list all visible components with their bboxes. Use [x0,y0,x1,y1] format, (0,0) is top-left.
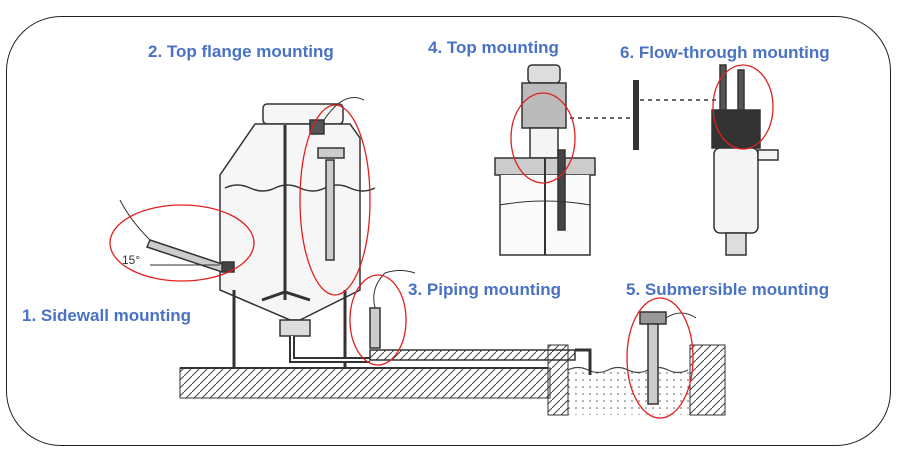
label-piping: 3. Piping mounting [408,280,561,299]
highlight-top [510,92,576,184]
highlight-piping [349,274,407,366]
top-flange-probe [309,97,365,261]
highlight-sidewall [109,204,255,282]
label-sidewall: 1. Sidewall mounting [22,306,192,325]
top-mounting-vessel [494,64,596,256]
label-flow-through: 6. Flow-through mounting [620,43,830,62]
highlight-submersible [626,297,694,419]
highlight-top-flange [299,104,371,296]
dashed-connector [570,80,720,150]
rounded-frame [6,16,891,446]
water-pool [567,366,690,415]
flow-through-cell [711,64,779,256]
angle-marker: 15° [122,253,140,267]
label-top-flange: 2. Top flange mounting [148,42,334,61]
ground [179,344,726,416]
label-top: 4. Top mounting [428,38,559,57]
label-submersible: 5. Submersible mounting [626,280,830,299]
submersible-probe [639,311,697,405]
highlight-circles [109,64,774,419]
tank [219,103,592,375]
highlight-flow-through [712,64,774,150]
piping-probe [369,270,416,349]
